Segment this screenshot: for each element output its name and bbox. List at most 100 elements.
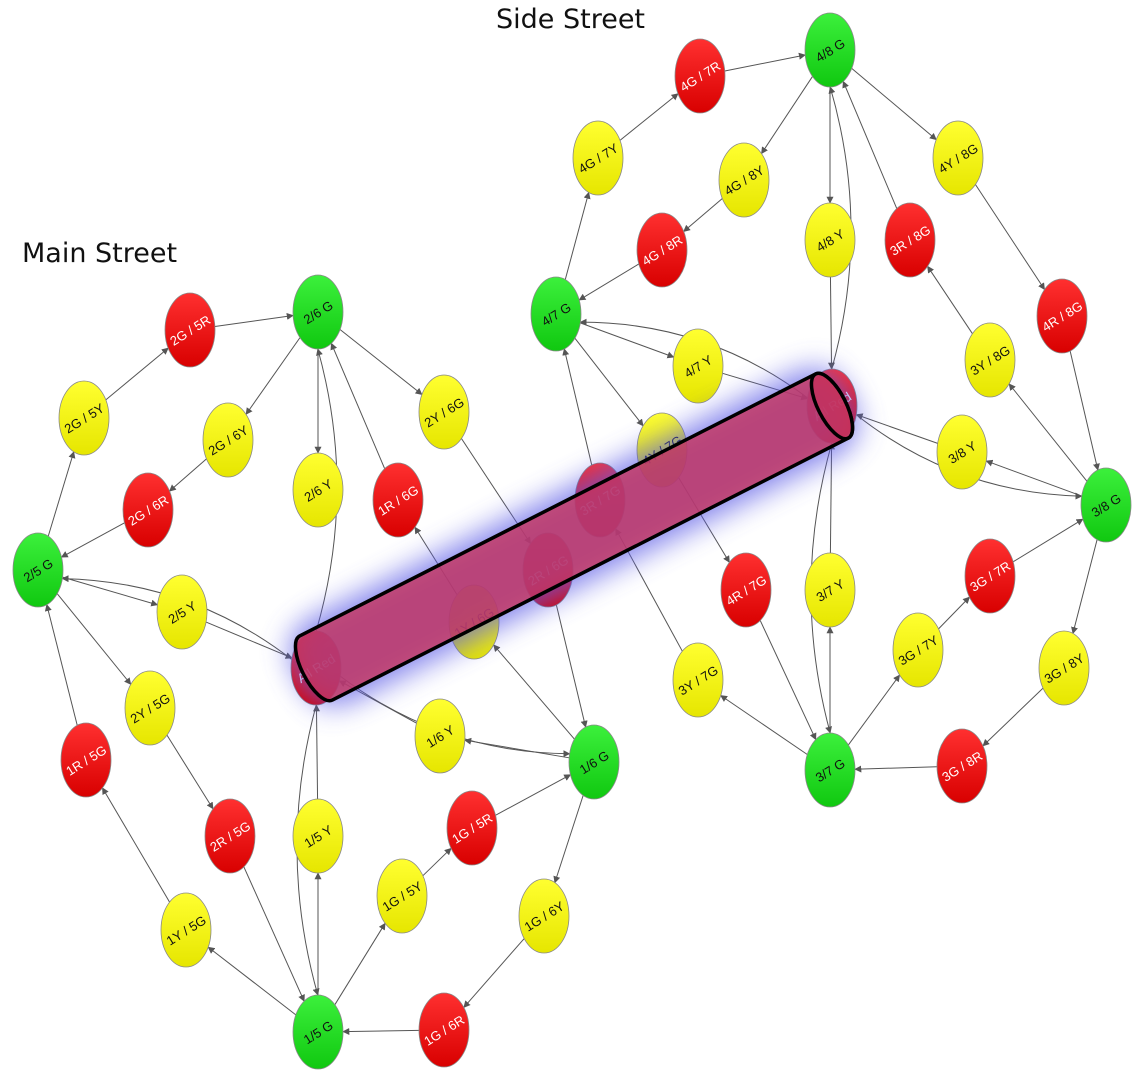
transition-arrow (828, 442, 836, 554)
transition-arrow (724, 52, 806, 72)
transition-arrow (243, 866, 305, 1002)
transition-arrow (339, 329, 423, 395)
state-node-shape (964, 538, 1016, 614)
state-node-m15g: 1/5 G (292, 994, 344, 1070)
state-node-shape (936, 728, 988, 804)
all-red-link-tube (289, 368, 859, 706)
tube-body (293, 371, 855, 703)
transition-arrow (578, 263, 640, 301)
transition-arrow (842, 80, 898, 209)
transition-arrow (564, 191, 591, 280)
transition-arrow (759, 620, 817, 741)
transition-arrow (342, 1028, 420, 1036)
transition-arrow (313, 704, 321, 800)
transition-arrow (720, 695, 808, 755)
state-node-s4y8g: 4Y / 8G (932, 120, 984, 196)
state-node-shape (164, 292, 216, 368)
transition-arrow (1071, 539, 1098, 635)
state-node-s3g8r: 3G / 8R (936, 728, 988, 804)
state-node-shape (418, 374, 470, 450)
state-node-m16y: 1/6 Y (414, 698, 466, 774)
transition-arrow (562, 348, 593, 466)
state-node-shape (446, 790, 498, 866)
transition-arrow (56, 593, 132, 685)
state-node-shape (674, 38, 726, 114)
state-node-shape (636, 212, 688, 288)
state-node-shape (292, 798, 344, 874)
tube-end-cap (809, 371, 855, 441)
state-node-m2g5r: 2G / 5R (164, 292, 216, 368)
state-node-shape (804, 732, 856, 808)
state-node-shape (964, 322, 1016, 398)
transition-arrow (214, 312, 294, 327)
state-node-m26g: 2/6 G (292, 274, 344, 350)
transition-arrow (1069, 350, 1100, 471)
state-node-shape (292, 452, 344, 528)
state-node-m1g5r: 1G / 5R (446, 790, 498, 866)
state-node-shape (292, 274, 344, 350)
state-node-shape (1038, 630, 1090, 706)
state-node-shape (568, 724, 620, 800)
transition-arrow (683, 198, 723, 232)
transition-arrow (495, 774, 572, 816)
state-node-s4g8y: 4G / 8Y (718, 142, 770, 218)
transition-arrow (938, 596, 970, 630)
transition-arrow (975, 184, 1045, 291)
state-node-m1y5g: 1Y / 5G (160, 892, 212, 968)
state-node-shape (58, 380, 110, 456)
transition-arrow (166, 734, 214, 810)
transition-arrow (555, 604, 588, 728)
transition-arrow (1012, 518, 1084, 563)
state-node-s38y: 3/8 Y (936, 414, 988, 490)
state-node-m2g6y: 2G / 6Y (202, 402, 254, 478)
state-node-shape (530, 276, 582, 352)
transition-arrow (1008, 383, 1088, 482)
transition-arrow (854, 765, 938, 773)
state-node-shape (672, 642, 724, 718)
state-node-shape (804, 202, 856, 278)
state-node-shape (936, 414, 988, 490)
state-node-s47y: 4/7 Y (672, 328, 724, 404)
state-node-shape (1036, 278, 1088, 354)
state-node-shape (884, 202, 936, 278)
state-node-m1g6y: 1G / 6Y (518, 878, 570, 954)
state-node-m2r5g: 2R / 5G (204, 798, 256, 874)
transition-arrow (60, 522, 125, 558)
transition-arrow (334, 922, 386, 1005)
transition-arrow (851, 67, 937, 141)
transition-arrow (205, 621, 293, 659)
state-node-s4g7r: 4G / 7R (674, 38, 726, 114)
transition-arrow (330, 342, 386, 469)
transition-arrow (101, 787, 171, 903)
transition-arrow (847, 674, 901, 746)
state-node-shape (418, 992, 470, 1068)
state-node-shape (376, 858, 428, 934)
state-node-s48g: 4/8 G (804, 12, 856, 88)
state-node-shape (1080, 467, 1132, 543)
state-node-shape (414, 698, 466, 774)
state-node-s4r8g: 4R / 8G (1036, 278, 1088, 354)
state-node-shape (60, 722, 112, 798)
transition-arrow (985, 459, 1082, 497)
transition-arrow (422, 847, 452, 877)
state-node-m2y6g: 2Y / 6G (418, 374, 470, 450)
transition-arrow (827, 276, 835, 370)
transition-arrow (207, 946, 297, 1016)
transition-arrow (580, 322, 675, 359)
state-node-s4g8r: 4G / 8R (636, 212, 688, 288)
state-node-m26y: 2/6 Y (292, 452, 344, 528)
state-node-m25y: 2/5 Y (156, 574, 208, 650)
state-node-s4r7g: 4R / 7G (720, 552, 772, 628)
state-node-m16g: 1/6 G (568, 724, 620, 800)
transition-arrow (245, 337, 301, 415)
state-node-shape (572, 120, 624, 196)
state-node-m15y: 1/5 Y (292, 798, 344, 874)
state-node-shape (12, 532, 64, 608)
transition-arrow (574, 337, 644, 427)
state-node-shape (892, 612, 944, 688)
state-node-s37g: 3/7 G (804, 732, 856, 808)
state-node-m1g5y: 1G / 5Y (376, 858, 428, 934)
state-node-shape (804, 552, 856, 628)
state-node-shape (156, 574, 208, 650)
